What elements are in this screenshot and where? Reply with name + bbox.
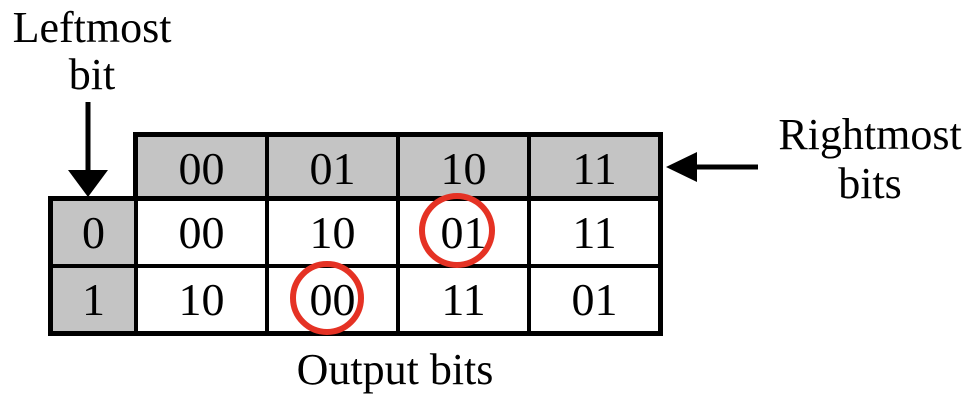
highlight-circle-row1 (290, 261, 364, 335)
row-label-1: 1 (53, 268, 138, 331)
rightmost-bits-label: Rightmost bits (768, 110, 972, 208)
left-arrow-icon (666, 152, 758, 182)
leftmost-bit-label-line2: bit (68, 50, 116, 99)
header-cell-00: 00 (178, 143, 225, 194)
row-label-0: 0 (53, 201, 138, 264)
leftmost-bit-label-line1: Leftmost (12, 3, 172, 52)
caption: Output bits (296, 345, 494, 394)
header-cell-11: 11 (527, 137, 658, 200)
cell-r1-c3: 01 (527, 268, 658, 331)
rightmost-bits-label-line1: Rightmost (778, 110, 962, 159)
table-header-row: 00 01 10 11 (133, 132, 663, 200)
header-cell-10: 10 (396, 137, 527, 200)
cell-r1-c0: 10 (178, 274, 225, 325)
table-row: 0 00 10 01 11 (53, 201, 658, 264)
cell-r1-c2: 11 (396, 268, 527, 331)
down-arrow-icon (68, 102, 108, 197)
cell-r0-c1: 10 (265, 201, 396, 264)
leftmost-bit-label: Leftmost bit (2, 4, 182, 98)
cell-r0-c0: 00 (178, 207, 225, 258)
header-cell-01: 01 (265, 137, 396, 200)
cell-r0-c3: 11 (527, 201, 658, 264)
rightmost-bits-label-line2: bits (838, 159, 902, 208)
highlight-circle-row0 (419, 193, 495, 268)
